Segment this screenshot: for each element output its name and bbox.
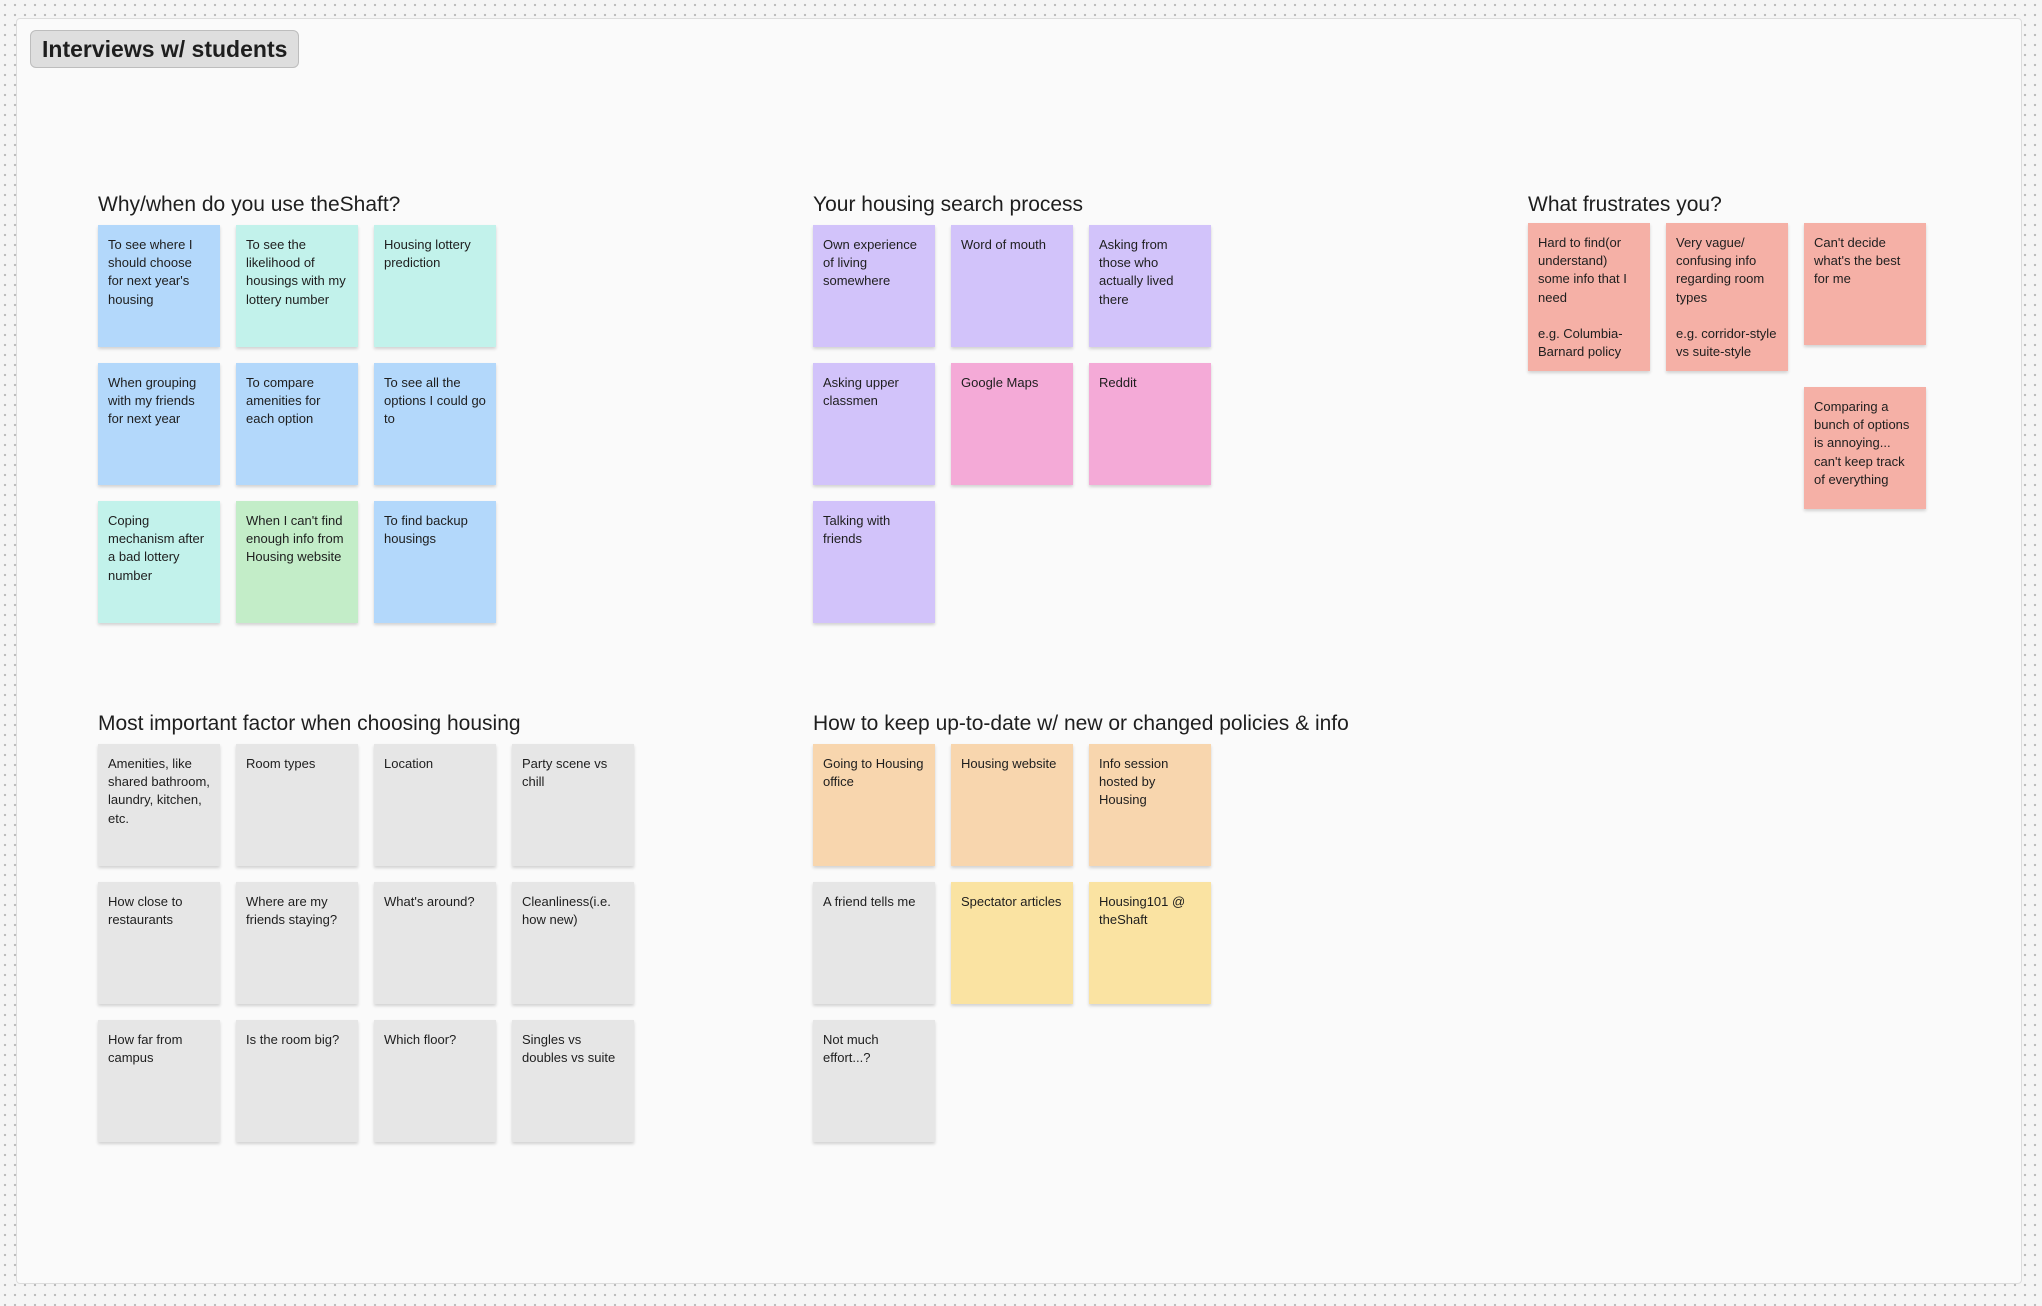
sticky-note-text: Spectator articles <box>961 894 1062 909</box>
sticky-note-text: Asking from those who actually lived the… <box>1099 237 1174 307</box>
sticky-note-text: Hard to find(or understand) some info th… <box>1538 235 1627 360</box>
sticky-note[interactable]: Coping mechanism after a bad lottery num… <box>98 501 220 623</box>
sticky-note-text: Comparing a bunch of options is annoying… <box>1814 399 1910 487</box>
sticky-note[interactable]: Not much effort...? <box>813 1020 935 1142</box>
sticky-note-text: Room types <box>246 756 316 771</box>
sticky-note[interactable]: To find backup housings <box>374 501 496 623</box>
sticky-note[interactable]: To see where I should choose for next ye… <box>98 225 220 347</box>
sticky-note[interactable]: Room types <box>236 744 358 866</box>
sticky-note[interactable]: When grouping with my friends for next y… <box>98 363 220 485</box>
section-title[interactable]: Most important factor when choosing hous… <box>98 712 521 735</box>
sticky-note-text: To find backup housings <box>384 513 468 547</box>
sticky-note[interactable]: Very vague/ confusing info regarding roo… <box>1666 223 1788 371</box>
sticky-note[interactable]: Talking with friends <box>813 501 935 623</box>
sticky-note-text: Not much effort...? <box>823 1032 879 1066</box>
sticky-note-text: When I can't find enough info from Housi… <box>246 513 344 565</box>
sticky-note-text: Is the room big? <box>246 1032 340 1047</box>
sticky-note-text: Going to Housing office <box>823 756 924 790</box>
sticky-note[interactable]: Google Maps <box>951 363 1073 485</box>
sticky-note-text: Singles vs doubles vs suite <box>522 1032 616 1066</box>
sticky-note-text: What's around? <box>384 894 475 909</box>
sticky-note[interactable]: Location <box>374 744 496 866</box>
sticky-note[interactable]: Reddit <box>1089 363 1211 485</box>
sticky-note[interactable]: Can't decide what's the best for me <box>1804 223 1926 345</box>
sticky-note-text: Which floor? <box>384 1032 457 1047</box>
section-title[interactable]: How to keep up-to-date w/ new or changed… <box>813 712 1349 735</box>
sticky-note[interactable]: Word of mouth <box>951 225 1073 347</box>
sticky-note-text: To see the likelihood of housings with m… <box>246 237 346 307</box>
sticky-note[interactable]: Spectator articles <box>951 882 1073 1004</box>
sticky-note[interactable]: Asking upper classmen <box>813 363 935 485</box>
sticky-note[interactable]: Amenities, like shared bathroom, laundry… <box>98 744 220 866</box>
sticky-note-text: Coping mechanism after a bad lottery num… <box>108 513 205 583</box>
sticky-note-text: Housing lottery prediction <box>384 237 471 271</box>
whiteboard-canvas[interactable]: Interviews w/ students Why/when do you u… <box>16 18 2022 1284</box>
sticky-note-text: Info session hosted by Housing <box>1099 756 1169 808</box>
sticky-note[interactable]: A friend tells me <box>813 882 935 1004</box>
sticky-note[interactable]: Which floor? <box>374 1020 496 1142</box>
board-title[interactable]: Interviews w/ students <box>30 30 300 68</box>
sticky-note[interactable]: How close to restaurants <box>98 882 220 1004</box>
sticky-note-text: To compare amenities for each option <box>246 375 321 427</box>
sticky-note[interactable]: Singles vs doubles vs suite <box>512 1020 634 1142</box>
sticky-note[interactable]: To see all the options I could go to <box>374 363 496 485</box>
sticky-note-text: How far from campus <box>108 1032 183 1066</box>
sticky-note[interactable]: Comparing a bunch of options is annoying… <box>1804 387 1926 509</box>
section-title[interactable]: Your housing search process <box>813 193 1084 216</box>
sticky-note-text: Google Maps <box>961 375 1039 390</box>
sticky-note-text: A friend tells me <box>823 894 916 909</box>
sticky-note-text: Word of mouth <box>961 237 1047 252</box>
sticky-note-text: Asking upper classmen <box>823 375 899 409</box>
sticky-note[interactable]: When I can't find enough info from Housi… <box>236 501 358 623</box>
sticky-note[interactable]: Is the room big? <box>236 1020 358 1142</box>
section-title[interactable]: What frustrates you? <box>1528 193 1722 216</box>
sticky-note-text: Where are my friends staying? <box>246 894 338 928</box>
sticky-note-text: How close to restaurants <box>108 894 183 928</box>
sticky-note-text: Housing website <box>961 756 1057 771</box>
section-title[interactable]: Why/when do you use theShaft? <box>98 193 401 216</box>
sticky-note[interactable]: To see the likelihood of housings with m… <box>236 225 358 347</box>
sticky-note[interactable]: Party scene vs chill <box>512 744 634 866</box>
sticky-note[interactable]: Asking from those who actually lived the… <box>1089 225 1211 347</box>
sticky-note-text: Very vague/ confusing info regarding roo… <box>1676 235 1777 360</box>
sticky-note-text: Own experience of living somewhere <box>823 237 917 289</box>
sticky-note[interactable]: What's around? <box>374 882 496 1004</box>
sticky-note-text: Amenities, like shared bathroom, laundry… <box>108 756 210 826</box>
sticky-note[interactable]: Hard to find(or understand) some info th… <box>1528 223 1650 371</box>
sticky-note-text: To see where I should choose for next ye… <box>108 237 193 307</box>
sticky-note[interactable]: Housing101 @ theShaft <box>1089 882 1211 1004</box>
sticky-note[interactable]: Housing lottery prediction <box>374 225 496 347</box>
sticky-note[interactable]: Info session hosted by Housing <box>1089 744 1211 866</box>
sticky-note[interactable]: Housing website <box>951 744 1073 866</box>
sticky-note[interactable]: Cleanliness(i.e. how new) <box>512 882 634 1004</box>
sticky-note-text: Reddit <box>1099 375 1137 390</box>
sticky-note-text: Can't decide what's the best for me <box>1814 235 1901 287</box>
sticky-note-text: Cleanliness(i.e. how new) <box>522 894 611 928</box>
sticky-note[interactable]: Going to Housing office <box>813 744 935 866</box>
sticky-note-text: To see all the options I could go to <box>384 375 486 427</box>
sticky-note-text: When grouping with my friends for next y… <box>108 375 197 427</box>
sticky-note-text: Talking with friends <box>823 513 891 547</box>
sticky-note-text: Location <box>384 756 434 771</box>
sticky-note[interactable]: Where are my friends staying? <box>236 882 358 1004</box>
sticky-note-text: Housing101 @ theShaft <box>1099 894 1186 928</box>
sticky-note[interactable]: Own experience of living somewhere <box>813 225 935 347</box>
sticky-note[interactable]: To compare amenities for each option <box>236 363 358 485</box>
sticky-note-text: Party scene vs chill <box>522 756 608 790</box>
sticky-note[interactable]: How far from campus <box>98 1020 220 1142</box>
